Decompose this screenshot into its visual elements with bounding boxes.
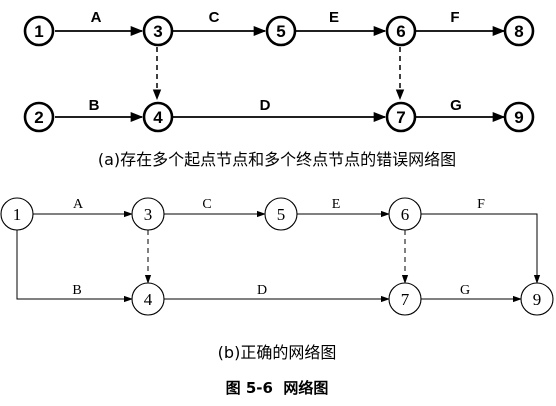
diagram-b-caption: (b)正确的网络图 [218,343,337,362]
edge-f-6-9 [421,213,541,284]
svg-text:7: 7 [396,108,405,127]
node-b-6: 6 [388,197,422,231]
node-a-8: 8 [503,15,535,47]
svg-text:7: 7 [401,290,410,309]
svg-text:1: 1 [34,22,43,41]
svg-text:6: 6 [401,205,410,224]
node-b-9: 9 [520,282,554,316]
edge-label-b: B [89,97,100,114]
svg-text:9: 9 [533,290,542,309]
node-a-6: 6 [385,15,417,47]
node-a-4: 4 [142,101,174,133]
edge-label-e: E [332,197,341,212]
node-a-1: 1 [23,15,55,47]
node-a-9: 9 [503,101,535,133]
edge-label-a: A [73,197,84,212]
node-a-3: 3 [142,15,174,47]
node-b-5: 5 [264,197,298,231]
edge-label-b: B [72,283,81,298]
edge-label-f: F [450,9,459,26]
svg-text:3: 3 [144,205,153,224]
edge-label-c: C [202,197,211,212]
edge-label-d: D [260,97,271,114]
svg-text:5: 5 [276,22,285,41]
node-b-3: 3 [131,197,165,231]
edge-label-e: E [329,9,339,26]
node-b-1: 1 [0,197,34,231]
svg-text:9: 9 [514,108,523,127]
node-b-7: 7 [388,282,422,316]
svg-text:3: 3 [153,22,162,41]
node-a-5: 5 [265,15,297,47]
edge-b-1-4 [16,230,133,303]
node-a-7: 7 [385,101,417,133]
svg-text:4: 4 [153,108,163,127]
edge-label-f: F [477,197,485,212]
svg-text:6: 6 [396,22,405,41]
edge-label-a: A [91,9,102,26]
edge-label-g: G [450,97,462,114]
edge-label-d: D [257,283,267,298]
diagram-b: A C E F B D G 1 3 5 6 9 4 7 (b)正确的网络图 [0,197,554,362]
node-a-2: 2 [23,101,55,133]
figure-caption: 图 5-6 网络图 [226,379,329,397]
diagram-a: A C E F B D G 1 3 5 6 8 2 4 7 9 (a)存在多个起… [23,9,535,169]
edge-label-c: C [209,9,220,26]
diagram-a-caption: (a)存在多个起点节点和多个终点节点的错误网络图 [98,150,456,169]
svg-text:4: 4 [144,290,153,309]
node-b-4: 4 [131,282,165,316]
svg-text:8: 8 [514,22,523,41]
svg-text:1: 1 [13,205,22,224]
edge-label-g: G [460,283,470,298]
svg-text:5: 5 [277,205,286,224]
svg-text:2: 2 [34,108,43,127]
